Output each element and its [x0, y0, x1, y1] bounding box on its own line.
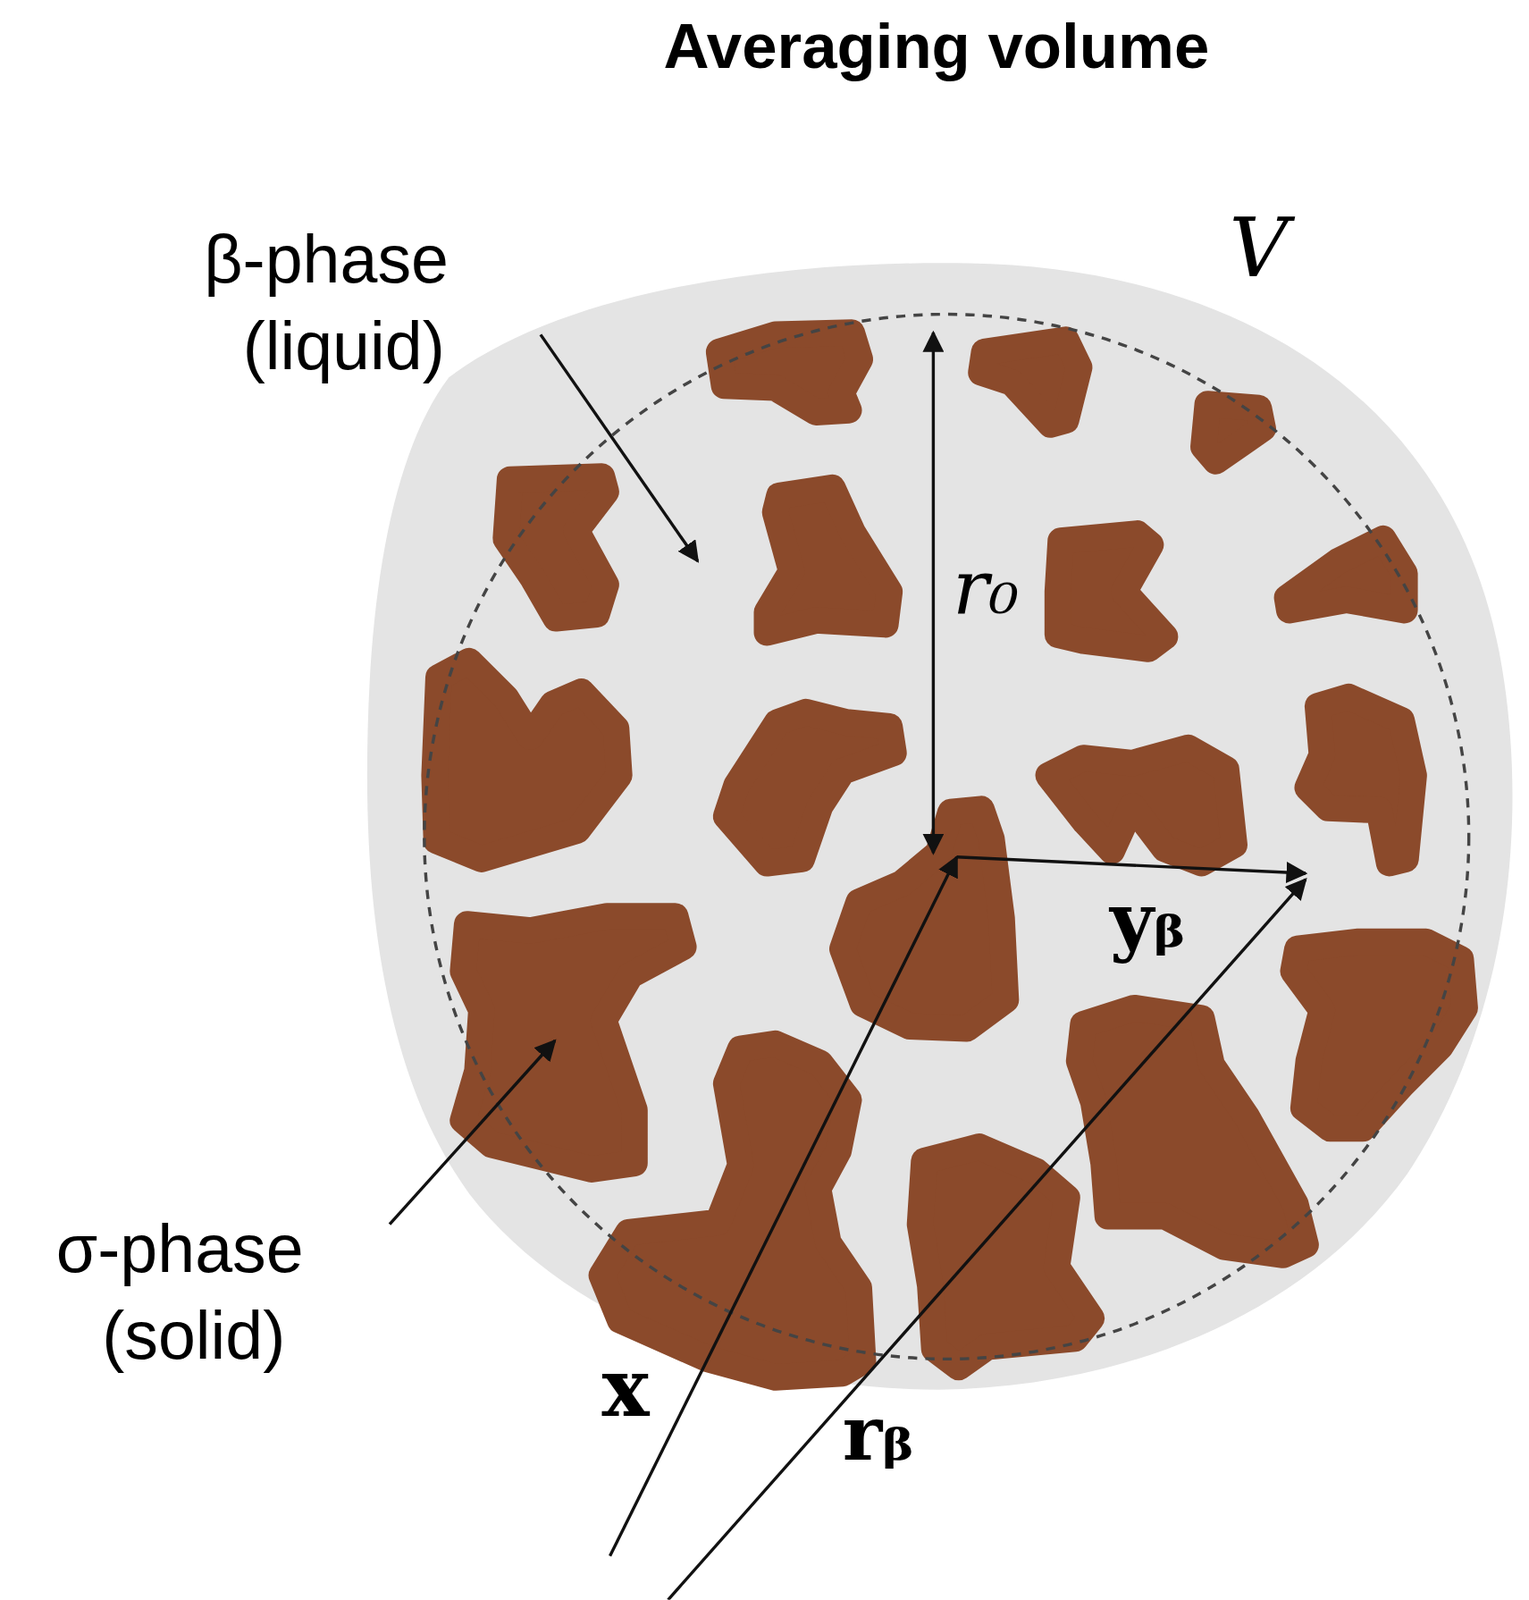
dashed-radius-circle [424, 314, 1470, 1360]
volume-symbol: V [1228, 203, 1288, 294]
phase-label: (solid) [101, 1298, 286, 1373]
phase-label: β-phase [203, 222, 449, 297]
vector-symbol: rᵦ [842, 1392, 915, 1476]
position-vector-r [668, 879, 1306, 1600]
vector-symbol: yᵦ [1109, 879, 1185, 963]
solid-leader [389, 1040, 555, 1224]
phase-label: σ-phase [56, 1211, 304, 1286]
liquid-leader [540, 334, 698, 561]
solid-particles [434, 332, 1465, 1378]
position-vector-x [610, 856, 958, 1556]
radius-arrow [932, 332, 935, 853]
vector-symbol: x [601, 1344, 649, 1432]
radius-symbol: r₀ [952, 546, 1019, 630]
phase-label: (liquid) [243, 309, 446, 384]
diagram-title: Averaging volume [663, 12, 1210, 83]
position-vector-y [957, 856, 1306, 874]
averaging-volume-region [367, 262, 1513, 1389]
